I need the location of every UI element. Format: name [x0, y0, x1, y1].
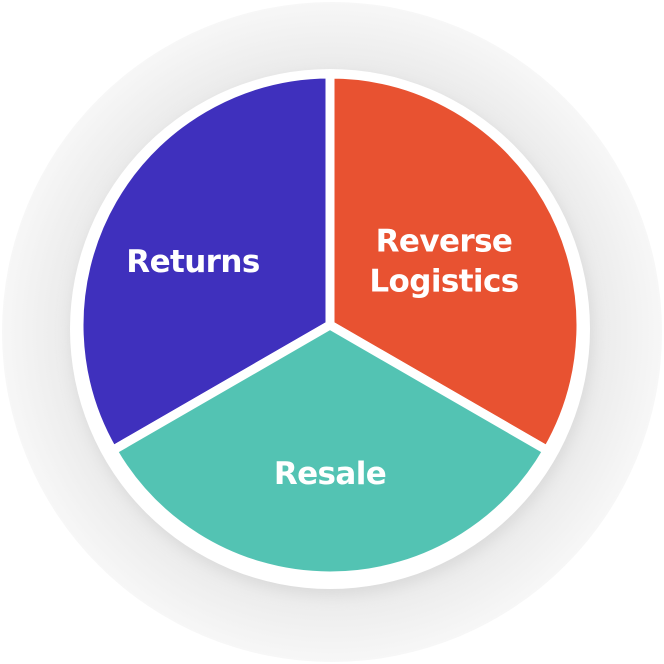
- segments: [74, 69, 586, 581]
- segment-label-resale: Resale: [273, 454, 387, 494]
- segment-label-line: Resale: [273, 455, 387, 492]
- segment-label-returns: Returns: [126, 242, 260, 282]
- segment-resale: [108, 320, 552, 581]
- segment-label-line: Reverse: [375, 223, 513, 260]
- segment-label-reverse-logistics: Reverse Logistics: [369, 222, 519, 303]
- segment-label-line: Returns: [126, 243, 260, 280]
- segment-label-line: Logistics: [369, 264, 519, 300]
